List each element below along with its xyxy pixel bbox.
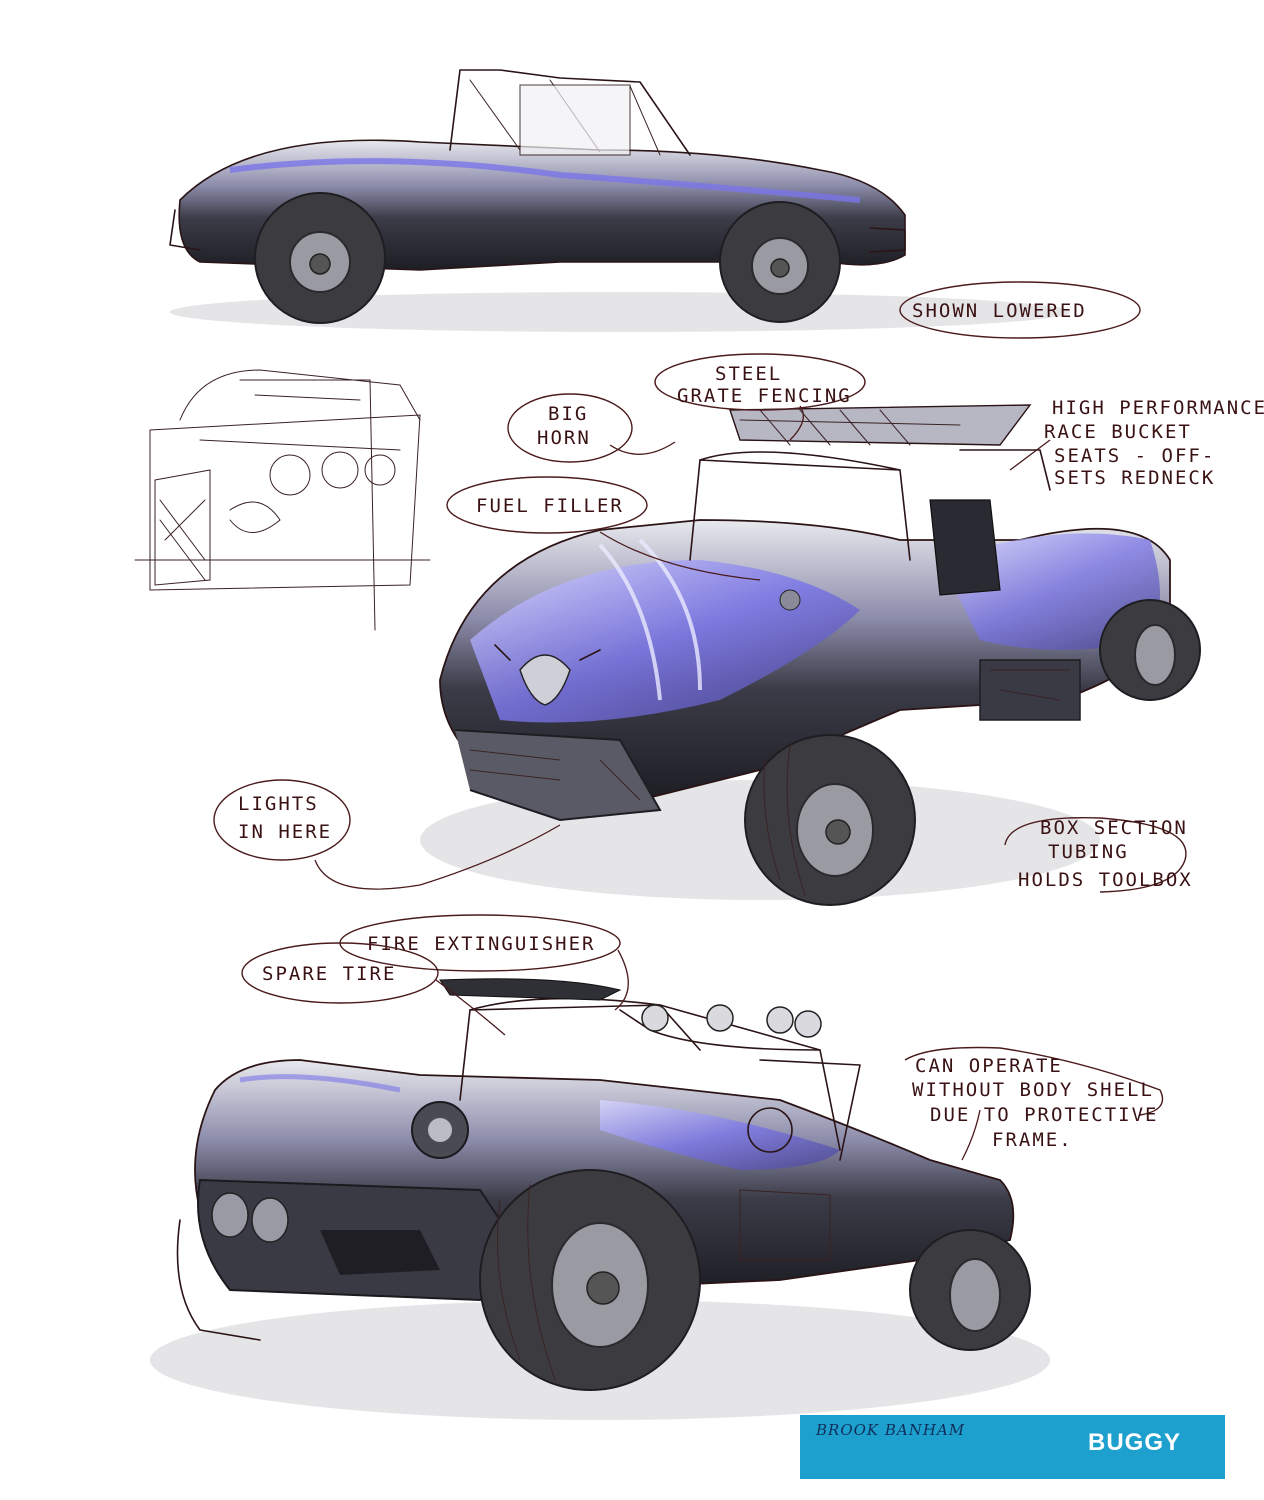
svg-text:LIGHTS: LIGHTS (238, 793, 319, 815)
svg-text:STEEL: STEEL (715, 363, 782, 385)
svg-text:WITHOUT BODY SHELL: WITHOUT BODY SHELL (912, 1079, 1154, 1101)
annotation-box-section: BOX SECTION TUBING HOLDS TOOLBOX (1004, 817, 1193, 893)
thumbnail-sketch (134, 369, 431, 631)
annotation-shown-lowered: SHOWN LOWERED (899, 281, 1141, 339)
svg-text:HIGH PERFORMANCE: HIGH PERFORMANCE (1052, 397, 1264, 419)
annotation-spare-tire: SPARE TIRE (241, 942, 506, 1036)
annotation-steel-grate: STEEL GRATE FENCING (654, 353, 866, 441)
svg-text:RACE BUCKET: RACE BUCKET (1044, 421, 1192, 443)
annotation-big-horn: BIG HORN (507, 393, 676, 463)
artist-signature: BROOK BANHAM (816, 1421, 966, 1439)
annotation-lights: LIGHTS IN HERE (213, 779, 561, 890)
side-view-buggy (169, 69, 1070, 332)
svg-text:BIG: BIG (548, 403, 588, 425)
svg-text:IN HERE: IN HERE (238, 821, 332, 843)
svg-text:GRATE FENCING: GRATE FENCING (677, 385, 852, 407)
svg-text:FRAME.: FRAME. (992, 1129, 1073, 1151)
svg-text:DUE TO PROTECTIVE: DUE TO PROTECTIVE (930, 1104, 1158, 1126)
svg-text:CAN OPERATE: CAN OPERATE (915, 1055, 1063, 1077)
svg-text:HORN: HORN (537, 427, 591, 449)
sheet-title: BUGGY (1087, 1429, 1181, 1456)
svg-text:FUEL FILLER: FUEL FILLER (476, 495, 624, 517)
svg-text:HOLDS TOOLBOX: HOLDS TOOLBOX (1018, 869, 1193, 891)
annotation-race-seats: HIGH PERFORMANCE RACE BUCKET SEATS - OFF… (1009, 397, 1264, 489)
svg-text:SEATS - OFF-: SEATS - OFF- (1054, 445, 1215, 467)
rear-three-quarter-buggy (150, 978, 1050, 1420)
front-three-quarter-buggy (420, 404, 1201, 906)
svg-text:TUBING: TUBING (1048, 841, 1129, 863)
annotation-fuel-filler: FUEL FILLER (446, 476, 761, 581)
annotation-can-operate: CAN OPERATE WITHOUT BODY SHELL DUE TO PR… (904, 1046, 1164, 1161)
title-block: BROOK BANHAM BUGGY (800, 1415, 1225, 1479)
svg-text:SETS REDNECK: SETS REDNECK (1054, 467, 1215, 489)
svg-text:SPARE TIRE: SPARE TIRE (262, 963, 396, 985)
svg-text:BOX SECTION: BOX SECTION (1040, 817, 1188, 839)
svg-text:FIRE EXTINGUISHER: FIRE EXTINGUISHER (367, 933, 595, 955)
svg-text:SHOWN LOWERED: SHOWN LOWERED (912, 300, 1087, 322)
